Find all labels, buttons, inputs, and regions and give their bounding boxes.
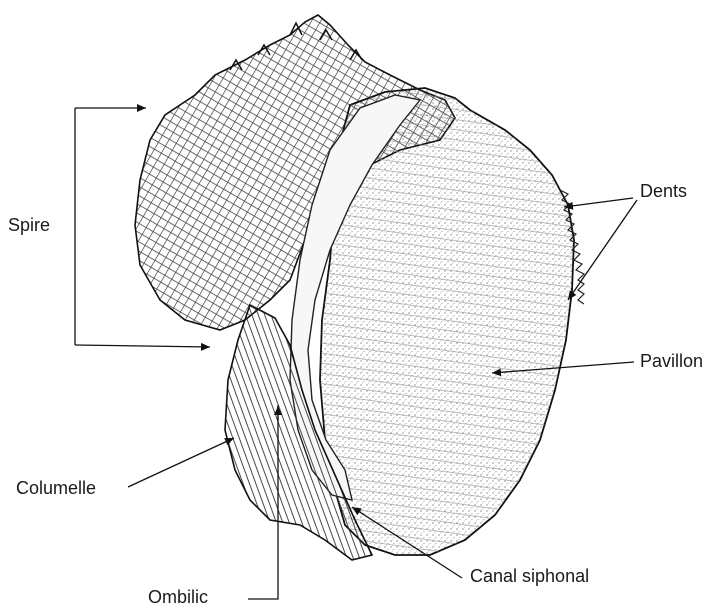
- label-canal-siphonal: Canal siphonal: [470, 566, 589, 586]
- dents-arrow-1: [564, 198, 633, 207]
- label-columelle: Columelle: [16, 478, 96, 498]
- label-ombilic: Ombilic: [148, 587, 208, 606]
- spire-arrow-bottom: [75, 345, 210, 347]
- label-dents: Dents: [640, 181, 687, 201]
- dents-arrow-2: [568, 200, 637, 300]
- label-spire: Spire: [8, 215, 50, 235]
- columelle-arrow: [128, 438, 234, 487]
- label-pavillon: Pavillon: [640, 351, 703, 371]
- shell-illustration: [135, 15, 584, 560]
